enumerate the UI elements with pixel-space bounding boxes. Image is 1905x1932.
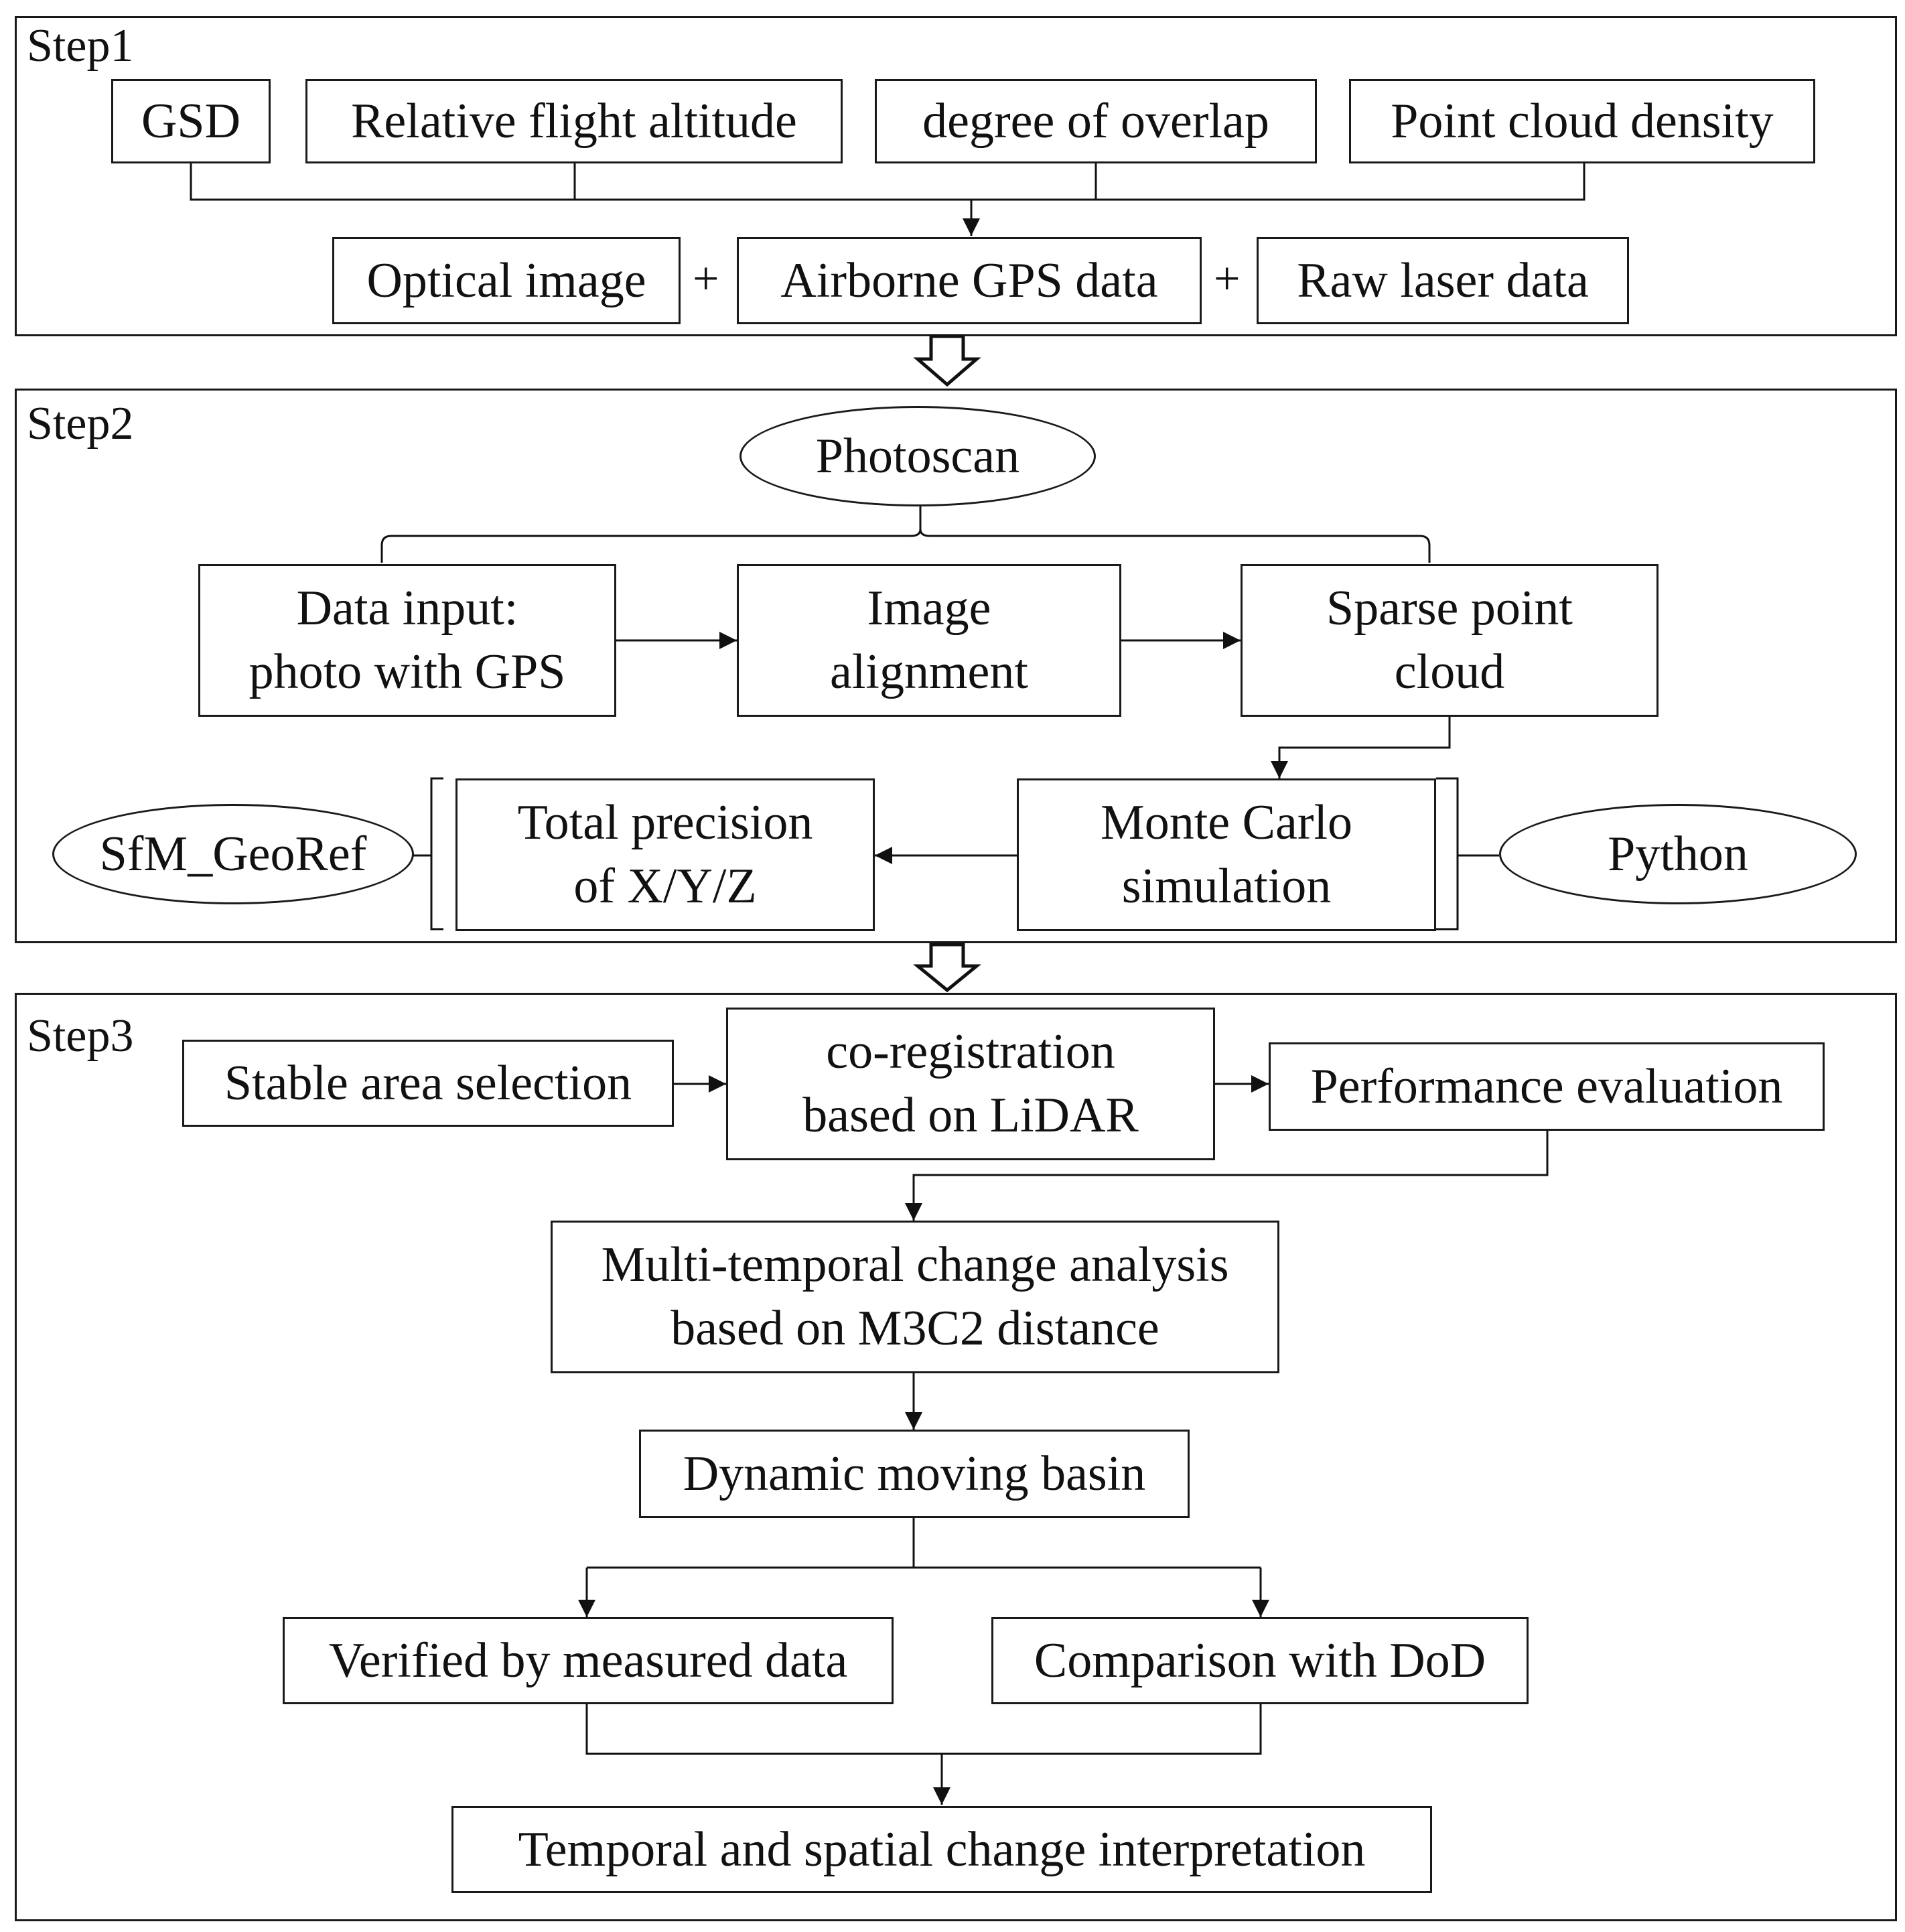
step2-panel — [15, 389, 1897, 943]
gsd-box: GSD — [111, 79, 271, 163]
dynamic-moving-basin-box: Dynamic moving basin — [639, 1430, 1190, 1518]
data-input-box: Data input:photo with GPS — [198, 564, 616, 717]
plus-sign-1: + — [693, 253, 719, 305]
comparison-with-dod-box: Comparison with DoD — [991, 1617, 1529, 1704]
verified-by-measured-data-box: Verified by measured data — [283, 1617, 894, 1704]
step3-label: Step3 — [27, 1010, 134, 1062]
point-cloud-density-box: Point cloud density — [1349, 79, 1815, 163]
airborne-gps-data-box: Airborne GPS data — [737, 237, 1202, 324]
temporal-spatial-interpretation-box: Temporal and spatial change interpretati… — [451, 1806, 1432, 1893]
relative-flight-altitude-box: Relative flight altitude — [305, 79, 843, 163]
step1-label: Step1 — [27, 20, 134, 72]
step2-label: Step2 — [27, 398, 134, 450]
stable-area-selection-box: Stable area selection — [182, 1040, 674, 1127]
sfm-georef-oval: SfM_GeoRef — [52, 804, 414, 904]
photoscan-oval: Photoscan — [739, 406, 1096, 506]
degree-of-overlap-box: degree of overlap — [875, 79, 1317, 163]
optical-image-box: Optical image — [332, 237, 681, 324]
plus-sign-2: + — [1214, 253, 1241, 305]
python-oval: Python — [1499, 804, 1857, 904]
raw-laser-data-box: Raw laser data — [1257, 237, 1629, 324]
performance-evaluation-box: Performance evaluation — [1269, 1042, 1825, 1131]
step3-panel — [15, 993, 1897, 1921]
